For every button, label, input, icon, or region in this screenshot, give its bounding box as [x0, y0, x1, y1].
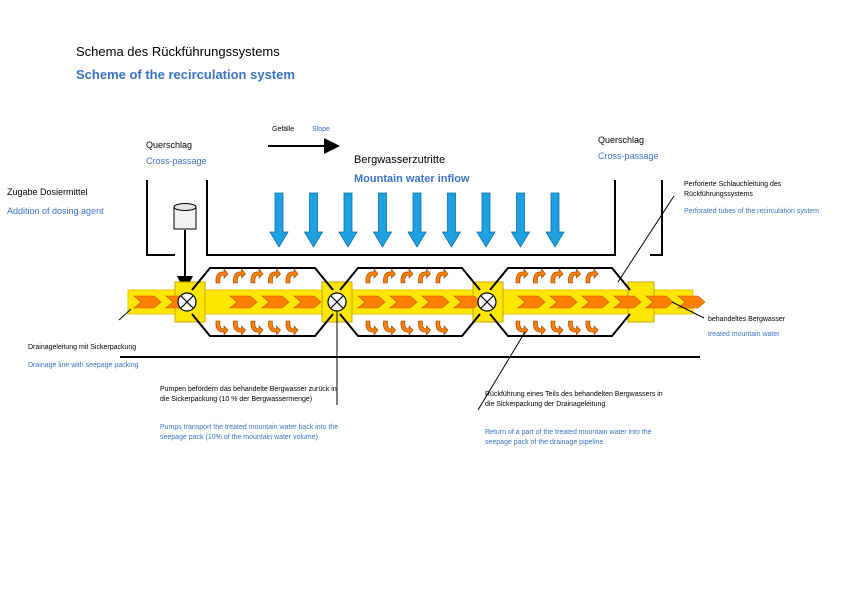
- cross-passage-right-wall: [650, 180, 663, 256]
- perforated-de: Perforierte Schlauchleitung des Rückführ…: [684, 181, 782, 198]
- title-en: Scheme of the recirculation system: [76, 67, 295, 82]
- seepage-curl-arrow: [365, 320, 379, 336]
- seepage-curl-arrow: [585, 320, 599, 336]
- water-inflow-arrow: [372, 192, 393, 248]
- cross-passage-left-de: Querschlag: [146, 140, 193, 150]
- pump-icon-2: [327, 292, 347, 312]
- water-inflow-arrow: [476, 192, 496, 248]
- flow-chevron: [549, 295, 578, 309]
- water-inflow-arrow: [269, 192, 289, 248]
- flow-chevron: [133, 295, 162, 309]
- flow-chevron: [645, 295, 674, 309]
- mountain-water-arrows: [269, 192, 565, 248]
- treated-en: treated mountain water: [708, 331, 780, 338]
- water-inflow-arrow: [303, 192, 324, 248]
- return-de: Rückführung eines Teils des behandelten …: [485, 391, 663, 408]
- pumps-en: Pumps transport the treated mountain wat…: [160, 424, 339, 441]
- flow-chevron: [453, 295, 482, 309]
- treated-de: behandeltes Bergwasser: [708, 316, 786, 323]
- cross-passage-left-wall: [146, 180, 175, 256]
- seepage-curl-arrow: [400, 320, 414, 336]
- seepage-curl-arrow: [250, 268, 264, 284]
- seepage-curl-arrow: [585, 268, 599, 284]
- mountain-water-de: Bergwasserzutritte: [354, 154, 446, 166]
- seepage-curl-arrow: [550, 268, 564, 284]
- seepage-curl-arrow: [515, 320, 529, 336]
- water-inflow-arrow: [545, 192, 565, 248]
- flow-chevron: [389, 295, 418, 309]
- tunnel-ceiling: [206, 180, 616, 256]
- seepage-curl-arrow: [418, 268, 431, 284]
- drainage-de: Drainageleitung mit Sickerpackung: [28, 344, 137, 351]
- slope-label-de: Gefälle: [272, 126, 295, 133]
- seepage-curl-arrow: [515, 268, 529, 284]
- seepage-curl-arrow: [418, 320, 431, 336]
- seepage-curl-arrow: [550, 320, 564, 336]
- leader-lines: [118, 195, 705, 411]
- seepage-curl-arrow: [400, 268, 414, 284]
- dosing-container-icon: [173, 203, 197, 292]
- return-en: Return of a part of the treated mountain…: [485, 429, 652, 446]
- seepage-curl-arrow: [250, 320, 264, 336]
- flow-chevron: [581, 295, 610, 309]
- perforated-en: Perforated tubes of the recirculation sy…: [684, 208, 820, 215]
- water-inflow-arrow: [338, 192, 358, 248]
- cross-passage-right-en: Cross-passage: [598, 151, 659, 161]
- seepage-curl-arrow: [568, 268, 581, 284]
- seepage-curl-arrow: [233, 320, 246, 336]
- water-inflow-arrow: [510, 192, 531, 248]
- seepage-curl-arrow: [215, 320, 229, 336]
- seepage-curl-arrow: [365, 268, 379, 284]
- seepage-curl-arrow: [233, 268, 246, 284]
- water-inflow-arrow: [441, 192, 462, 248]
- mountain-water-en: Mountain water inflow: [354, 173, 470, 185]
- pump-icon-3: [477, 292, 497, 312]
- title-de: Schema des Rückführungssystems: [76, 44, 280, 59]
- seepage-curl-arrow: [533, 268, 546, 284]
- seepage-curl-arrow: [568, 320, 581, 336]
- recirculation-tubes: [191, 267, 631, 337]
- flow-chevron: [517, 295, 546, 309]
- flow-chevron: [357, 295, 386, 309]
- seepage-curl-arrow: [285, 268, 299, 284]
- seepage-curl-arrow: [268, 320, 281, 336]
- drainage-en: Drainage line with seepage packing: [28, 362, 139, 369]
- pumps-de: Pumpen befördern das behandelte Bergwass…: [160, 386, 337, 403]
- pump-icon-1: [177, 292, 197, 312]
- seepage-curl-arrow: [533, 320, 546, 336]
- seepage-curl-arrow: [435, 268, 449, 284]
- seepage-curl-arrow: [435, 320, 449, 336]
- water-inflow-arrow: [407, 192, 427, 248]
- cross-passage-left-en: Cross-passage: [146, 156, 207, 166]
- flow-chevron: [261, 295, 290, 309]
- flow-chevron: [421, 295, 450, 309]
- flow-chevron: [613, 295, 642, 309]
- dosing-de: Zugabe Dosiermittel: [7, 187, 88, 197]
- cross-passage-right-de: Querschlag: [598, 135, 645, 145]
- seepage-curl-arrow: [285, 320, 299, 336]
- seepage-curl-arrow: [215, 268, 229, 284]
- dosing-en: Addition of dosing agent: [7, 206, 104, 216]
- seepage-curl-arrow: [268, 268, 281, 284]
- seepage-curl-arrows: [215, 268, 599, 336]
- seepage-curl-arrow: [383, 268, 396, 284]
- flow-chevron: [677, 295, 706, 309]
- flow-chevron: [293, 295, 322, 309]
- seepage-curl-arrow: [383, 320, 396, 336]
- slope-label-en: Slope: [312, 126, 330, 133]
- flow-chevron: [229, 295, 258, 309]
